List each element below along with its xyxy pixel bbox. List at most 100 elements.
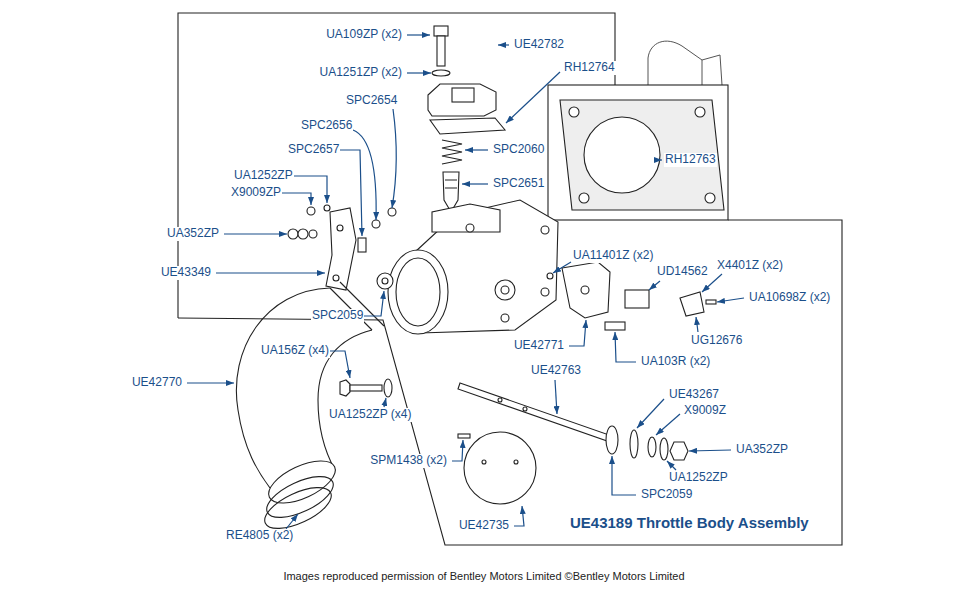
leader-lines-piece [667, 461, 676, 470]
leader-lines-piece [569, 320, 586, 346]
part-number: SPC2651 [492, 177, 545, 191]
leader-lines-piece [224, 233, 287, 234]
leader-lines-piece [696, 317, 698, 332]
leader-lines-piece [649, 281, 660, 290]
leader-lines-piece [407, 34, 430, 35]
switch-parts-piece [547, 273, 553, 279]
throttle-spindle-piece [630, 430, 638, 458]
linkage-parts [288, 205, 396, 290]
leader-lines-piece [328, 351, 350, 378]
part-number: RH12763 [664, 153, 717, 167]
mounting-bolt-piece [350, 385, 382, 391]
leader-lines-piece [637, 399, 664, 428]
part-number: UA352ZP [166, 227, 220, 241]
part-number: UE42770 [131, 376, 183, 390]
plenum-housing-piece [702, 55, 722, 85]
throttle-body-piece [495, 280, 515, 300]
idle-valve-parts-piece [437, 36, 445, 66]
part-number-text: UA1252ZP (x4) [329, 407, 411, 421]
part-number-text: SPC2651 [493, 176, 544, 190]
gasket-panel-piece [584, 117, 660, 193]
part-number-text: UE42782 [514, 37, 564, 51]
plenum-housing-piece [648, 41, 702, 85]
part-number-text: UA1251ZP (x2) [320, 65, 402, 79]
part-number-text: UA103R (x2) [641, 354, 710, 368]
part-number-text: SPC2657 [288, 142, 339, 156]
part-number: UA103R (x2) [640, 355, 711, 369]
part-number: UD14562 [656, 265, 709, 279]
part-number-text: UE42770 [132, 375, 182, 389]
leader-lines-piece [506, 72, 560, 123]
throttle-spindle-piece [648, 437, 656, 457]
idle-valve-parts-piece [428, 84, 496, 116]
part-number-text: UA11401Z (x2) [573, 248, 653, 262]
switch-parts-piece [562, 262, 610, 318]
idle-valve-parts-piece [445, 180, 457, 188]
part-number: UG12676 [690, 334, 743, 348]
throttle-body [388, 200, 558, 334]
part-number-text: UA109ZP (x2) [326, 27, 402, 41]
part-number: SPC2654 [345, 94, 398, 108]
part-number: UA1251ZP (x2) [319, 66, 403, 80]
gasket-panel-piece [695, 107, 705, 117]
linkage-parts-piece [288, 229, 298, 239]
leader-lines-piece [353, 130, 376, 220]
gasket-panel-piece [579, 193, 589, 203]
idle-valve-parts-piece [432, 70, 450, 76]
leader-lines-piece [553, 262, 571, 273]
part-number: UE43349 [160, 266, 212, 280]
part-number: UE42771 [513, 339, 565, 353]
part-number-text: SPM1438 (x2) [370, 453, 447, 467]
part-number: UA11401Z (x2) [572, 249, 654, 263]
assembly-title-text: UE43189 Throttle Body Assembly [570, 514, 809, 531]
linkage-parts-piece [358, 238, 366, 252]
linkage-parts-piece [309, 230, 317, 238]
linkage-parts-piece [333, 275, 339, 281]
part-number: UA10698Z (x2) [748, 291, 831, 305]
leader-lines-piece [615, 332, 636, 362]
part-number: X9009Z [683, 404, 727, 418]
part-number: RE4805 (x2) [225, 529, 294, 543]
switch-parts-piece [680, 292, 704, 316]
leader-lines-piece [292, 176, 327, 203]
part-number-text: UE42771 [514, 338, 564, 352]
gasket-panel-piece [705, 193, 715, 203]
part-number: UA1252ZP [233, 169, 294, 183]
part-number: UE43267 [668, 388, 720, 402]
throttle-body-piece [466, 224, 474, 232]
part-number-text: UE43267 [669, 387, 719, 401]
leader-lines-piece [514, 506, 524, 526]
throttle-spindle-piece [514, 460, 518, 464]
part-number: X9009ZP [230, 186, 282, 200]
throttle-body-piece [501, 286, 509, 294]
gasket-panel-piece [569, 107, 579, 117]
part-number: UA1252ZP (x4) [328, 408, 412, 422]
part-number-text: UA352ZP [167, 226, 219, 240]
group-outline [178, 13, 842, 545]
throttle-spindle-piece [523, 407, 527, 411]
part-number-text: X9009Z [684, 403, 726, 417]
leader-lines-piece [452, 440, 463, 461]
mounting-bolt-piece [340, 380, 350, 396]
switch-parts-piece [706, 300, 716, 304]
leader-lines-piece [689, 450, 731, 451]
part-number-text: UE42763 [531, 363, 581, 377]
part-number: UE42763 [530, 364, 582, 378]
leader-lines-piece [462, 183, 488, 184]
part-number: SPC2059 [640, 488, 693, 502]
part-number-text: RE4805 (x2) [226, 528, 293, 542]
linkage-parts-piece [337, 225, 343, 231]
part-number-text: UG12676 [691, 333, 742, 347]
part-number-text: UA156Z (x4) [261, 343, 329, 357]
throttle-spindle-piece [458, 383, 612, 442]
idle-valve-parts-piece [452, 88, 474, 102]
part-number-text: UA1252ZP [234, 168, 293, 182]
part-number-text: SPC2059 [641, 487, 692, 501]
part-number: UA156Z (x4) [260, 344, 330, 358]
leader-lines-piece [216, 272, 325, 273]
throttle-body-piece [388, 250, 448, 334]
part-number: SPC2657 [287, 143, 340, 157]
leader-lines-piece [555, 380, 557, 414]
throttle-body-piece [501, 314, 509, 322]
